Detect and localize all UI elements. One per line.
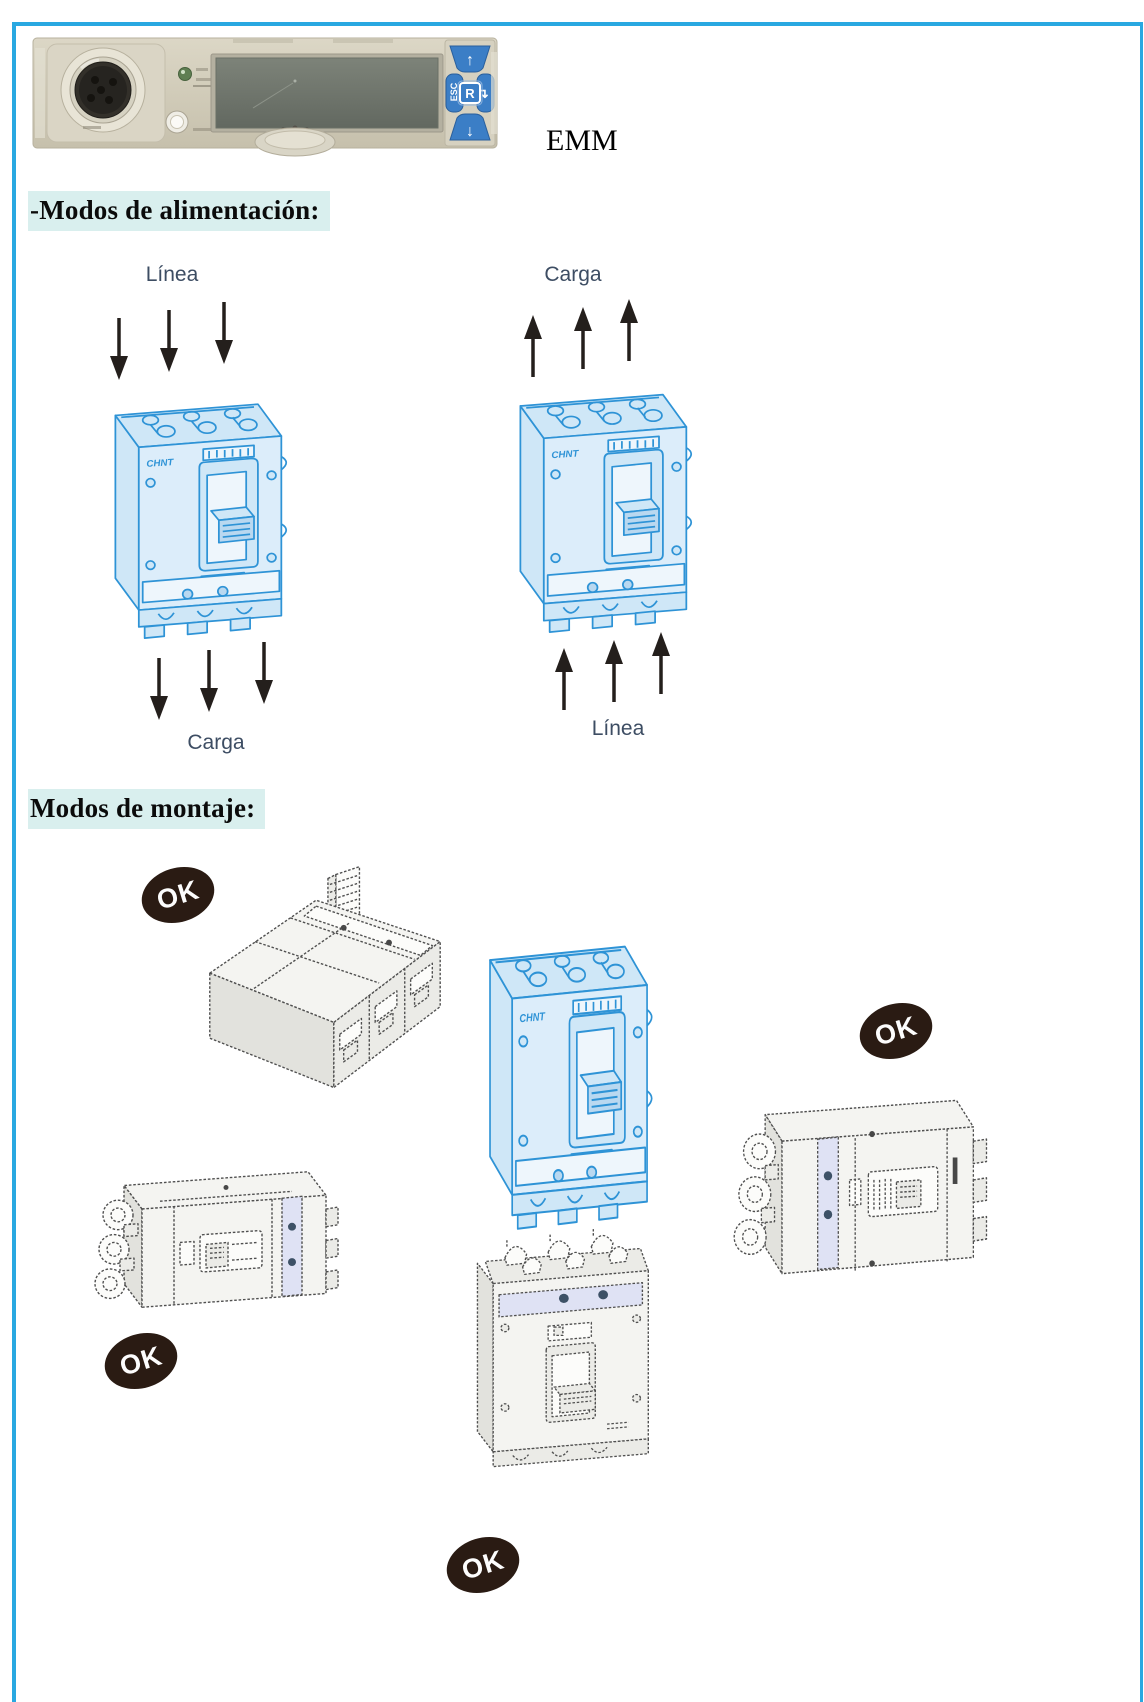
up-button[interactable]: [449, 45, 491, 73]
arrow-up-icon: [555, 648, 573, 710]
enter-arrow-icon: ↵: [477, 88, 492, 99]
arrow-down-icon: [110, 318, 128, 380]
up-arrow-icon: ↑: [466, 52, 474, 69]
arrow-down-icon: [150, 658, 168, 720]
breaker-mount-upright-blue: [489, 945, 653, 1230]
arrow-down-icon: [160, 310, 178, 372]
down-arrow-icon: ↓: [466, 123, 474, 140]
breaker-blue-feed-right: [519, 393, 693, 633]
ok-badge: OK: [439, 1528, 527, 1602]
section-heading-feed: -Modos de alimentación:: [28, 191, 330, 231]
breaker-blue-feed-left: [114, 403, 288, 640]
ok-badge-label: OK: [871, 1009, 921, 1052]
breaker-mount-side-left: [94, 1171, 339, 1308]
breaker-mount-side-right: [733, 1099, 988, 1275]
test-button: [165, 110, 213, 134]
emm-caption: EMM: [546, 124, 618, 157]
ok-badge: OK: [97, 1324, 185, 1398]
feed-left-bottom-label: Carga: [187, 731, 245, 754]
reset-button[interactable]: [459, 82, 481, 104]
arrow-up-icon: [524, 315, 542, 377]
esc-button-label: ESC: [449, 82, 459, 101]
buzzer-dome: [254, 125, 336, 157]
status-led: [178, 67, 213, 87]
arrow-up-icon: [620, 299, 638, 361]
feed-right-bottom-label: Línea: [591, 717, 645, 740]
feed-right-top-label: Carga: [544, 263, 602, 286]
arrow-up-icon: [574, 307, 592, 369]
module-left-flange: [35, 48, 45, 138]
ok-badge: OK: [852, 994, 940, 1068]
arrow-up-icon: [652, 632, 670, 694]
down-button[interactable]: [449, 113, 491, 141]
arrow-down-icon: [255, 642, 273, 704]
module-right-flange: [491, 52, 497, 134]
arrow-down-icon: [200, 650, 218, 712]
emm-module-photo: ↑ ↓ ESC ↵ R: [32, 37, 498, 157]
arrow-down-icon: [215, 302, 233, 364]
breaker-mount-flat: [209, 865, 441, 1089]
section-heading-mount: Modos de montaje:: [28, 789, 266, 829]
keypad: ↑ ↓ ESC ↵ R: [444, 39, 496, 147]
lcd-display: [210, 53, 444, 133]
ok-badge-label: OK: [458, 1543, 508, 1586]
reset-button-label: R: [465, 86, 475, 101]
arrow-up-icon: [605, 640, 623, 702]
breaker-mount-upside-down: [476, 1227, 649, 1468]
round-connector: [46, 43, 166, 143]
feed-left-top-label: Línea: [145, 263, 199, 286]
ok-badge-label: OK: [116, 1339, 166, 1382]
